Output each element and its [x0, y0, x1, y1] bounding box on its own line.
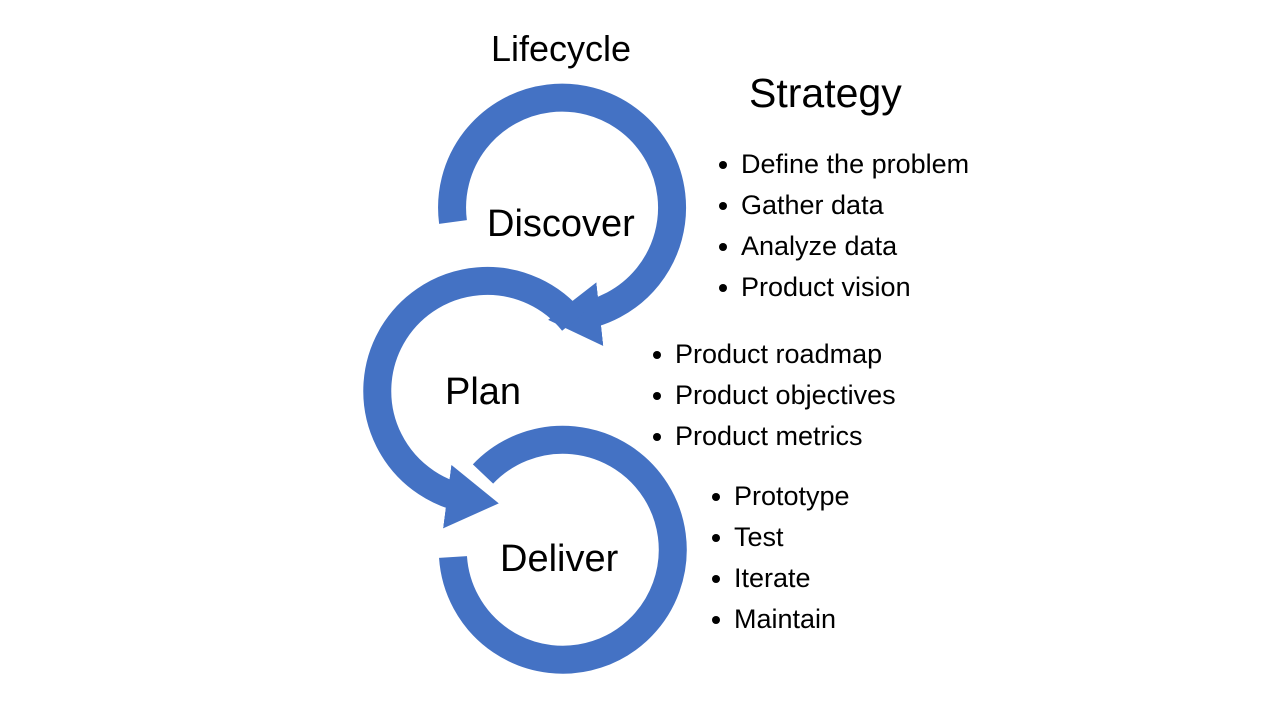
plan-bullet-list: Product roadmap Product objectives Produ…: [653, 334, 896, 457]
deliver-bullet-list: Prototype Test Iterate Maintain: [712, 476, 850, 640]
discover-bullet-item: Product vision: [719, 267, 969, 308]
strategy-title: Strategy: [749, 70, 902, 116]
discover-label: Discover: [487, 203, 635, 245]
deliver-bullet-item: Prototype: [712, 476, 850, 517]
discover-bullet-item: Define the problem: [719, 144, 969, 185]
plan-bullet-item: Product metrics: [653, 416, 896, 457]
discover-bullet-list: Define the problem Gather data Analyze d…: [719, 144, 969, 308]
discover-bullet-item: Analyze data: [719, 226, 969, 267]
lifecycle-title: Lifecycle: [491, 28, 632, 69]
deliver-bullet-item: Test: [712, 517, 850, 558]
deliver-bullet-item: Iterate: [712, 558, 850, 599]
discover-bullet-item: Gather data: [719, 185, 969, 226]
discover-cycle-arrow: [438, 83, 686, 346]
plan-cycle-arrow: [363, 266, 584, 529]
deliver-label: Deliver: [500, 538, 619, 580]
plan-bullet-item: Product objectives: [653, 375, 896, 416]
deliver-bullet-item: Maintain: [712, 599, 850, 640]
deliver-cycle-ring: [439, 425, 687, 674]
plan-bullet-item: Product roadmap: [653, 334, 896, 375]
plan-label: Plan: [445, 371, 522, 413]
